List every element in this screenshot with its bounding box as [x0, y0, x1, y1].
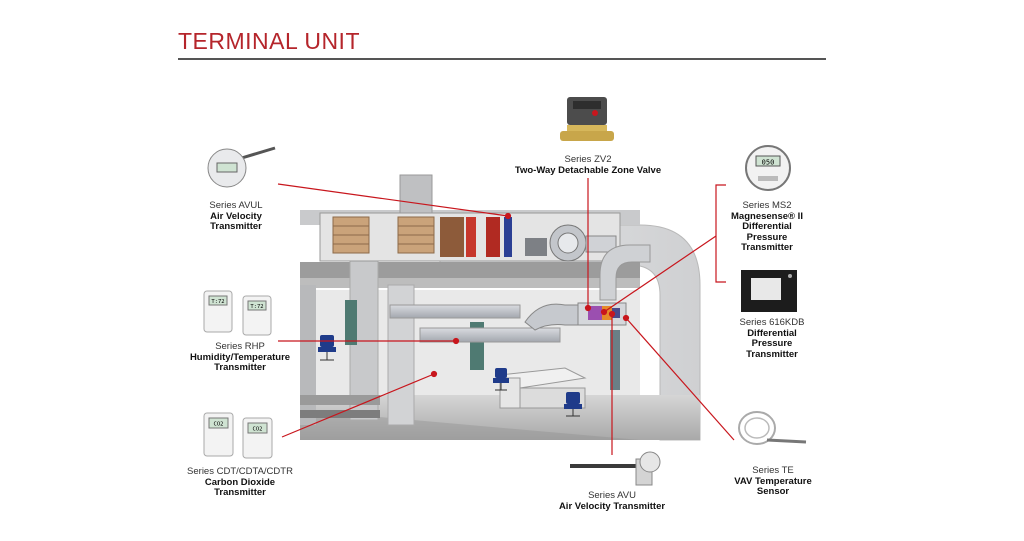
label-rhp: Series RHP Humidity/Temperature Transmit… [180, 341, 300, 374]
building-shell [300, 174, 701, 441]
leader-te [625, 317, 735, 441]
bracket-ms2-616kdb [715, 184, 726, 283]
wall-sensor-icon: T:72 T:72 [203, 290, 272, 336]
label-zv2-desc-1: Two-Way Detachable Zone Valve [514, 164, 662, 176]
label-zv2-series: Series ZV2 [564, 154, 612, 165]
label-te-desc-2: Sensor [756, 486, 790, 497]
co2-sensor-icon: CO2 CO2 [203, 412, 273, 459]
rhp-a-reading: T:72 [211, 299, 224, 305]
label-ms2-desc-3: Pressure [746, 231, 788, 243]
label-avu-desc-1: Air Velocity Transmitter [558, 500, 666, 512]
label-cdt-series: Series CDT/CDTA/CDTR [187, 466, 293, 477]
label-avul-series: Series AVUL [209, 200, 263, 211]
blower-fan [525, 224, 617, 262]
label-rhp-series: Series RHP [215, 341, 265, 352]
label-ms2-desc-2: Differential [742, 221, 792, 232]
pressure-transmitter-box-icon [741, 270, 797, 312]
label-616kdb-series: Series 616KDB [739, 317, 805, 328]
label-cdt: Series CDT/CDTA/CDTR Carbon Dioxide Tran… [176, 466, 304, 499]
label-616kdb-desc-1: Differential [747, 327, 797, 339]
cdt-a-reading: CO2 [214, 422, 224, 428]
pressure-gauge-icon: 050 [745, 145, 791, 191]
label-rhp-desc-2: Transmitter [214, 362, 266, 373]
exhaust-stack [399, 174, 433, 216]
leader-lines [277, 178, 735, 455]
upper-floor-slab [300, 262, 640, 278]
cdt-b-reading: CO2 [253, 427, 263, 433]
title-rule [178, 58, 826, 60]
label-616kdb-desc-2: Pressure [751, 338, 793, 349]
label-zv2: Series ZV2 Two-Way Detachable Zone Valve [508, 154, 668, 176]
label-616kdb: Series 616KDB Differential Pressure Tran… [722, 317, 822, 360]
label-avu: Series AVU Air Velocity Transmitter [547, 490, 677, 512]
label-te-series: Series TE [752, 465, 794, 476]
leader-avul [277, 183, 509, 217]
insertion-probe-icon [570, 451, 661, 486]
label-ms2: Series MS2 Magnesense® II Differential P… [722, 200, 812, 254]
label-avul-desc-2: Transmitter [210, 221, 262, 232]
label-te: Series TE VAV Temperature Sensor [723, 465, 823, 498]
label-cdt-desc-1: Carbon Dioxide [204, 476, 276, 488]
label-616kdb-desc-3: Transmitter [746, 348, 798, 360]
label-te-desc-1: VAV Temperature [734, 475, 812, 487]
page-title: TERMINAL UNIT [178, 28, 360, 54]
zone-valve-icon [560, 97, 614, 141]
temperature-probe-icon [738, 411, 807, 445]
leader-ms2 [603, 235, 717, 313]
rhp-b-reading: T:72 [250, 304, 263, 310]
ms2-reading: 050 [762, 159, 775, 167]
duct-probe-icon [207, 146, 276, 188]
label-ms2-series: Series MS2 [742, 200, 792, 211]
label-ms2-desc-4: Transmitter [741, 242, 793, 253]
supply-duct [389, 304, 521, 319]
leader-cdt [281, 373, 435, 438]
label-avul: Series AVUL Air Velocity Transmitter [191, 200, 281, 233]
label-avu-series: Series AVU [588, 490, 636, 501]
label-cdt-desc-2: Transmitter [214, 487, 266, 498]
label-ms2-desc-1: Magnesense® II [731, 210, 803, 222]
label-avul-desc-1: Air Velocity [210, 210, 262, 222]
label-rhp-desc-1: Humidity/Temperature [189, 351, 291, 363]
